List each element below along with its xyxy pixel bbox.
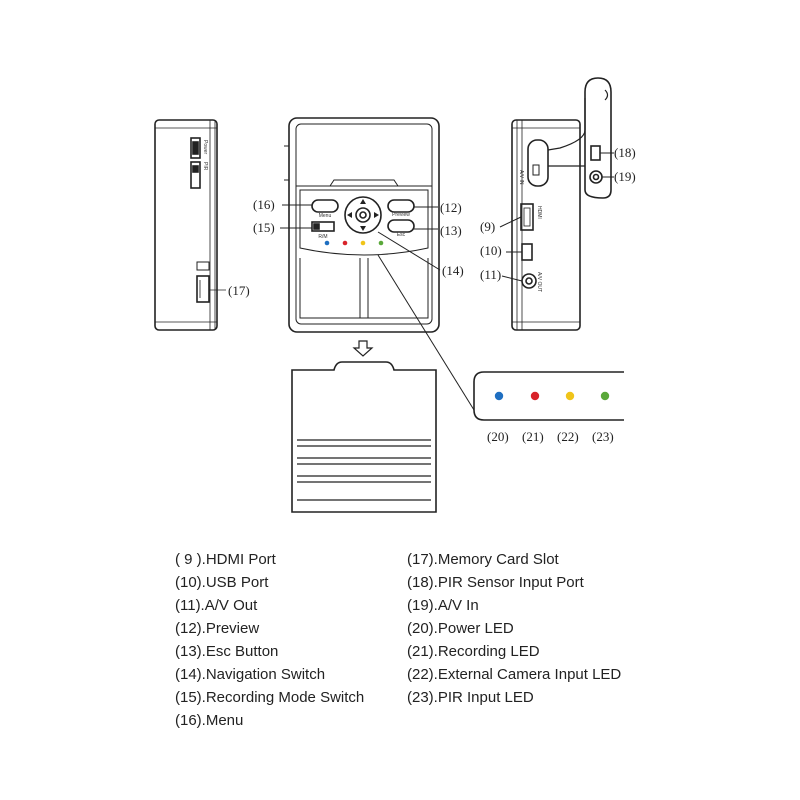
av-in-label: A/V IN bbox=[518, 170, 524, 185]
rm-label: R/M bbox=[318, 234, 327, 240]
menu-label: Menu bbox=[319, 213, 332, 219]
led-power bbox=[494, 391, 504, 401]
callout-10: (10) bbox=[480, 243, 502, 258]
av-in-jack bbox=[589, 170, 603, 184]
power-switch bbox=[190, 137, 201, 159]
led-zoom-box bbox=[473, 371, 624, 421]
callout-13: (13) bbox=[440, 223, 462, 238]
led-power-small bbox=[324, 240, 330, 246]
legend-item: (11).A/V Out bbox=[175, 597, 258, 614]
callout-22: (22) bbox=[557, 429, 579, 444]
callout-23: (23) bbox=[592, 429, 614, 444]
legend-right: (17).Memory Card Slot (18).PIR Sensor In… bbox=[407, 548, 621, 709]
right-side-view bbox=[511, 77, 612, 331]
legend-item: (14).Navigation Switch bbox=[175, 666, 326, 683]
av-out-jack bbox=[521, 273, 537, 289]
power-label: Power bbox=[202, 140, 208, 155]
callout-20: (20) bbox=[487, 429, 509, 444]
callout-21: (21) bbox=[522, 429, 544, 444]
led-external-small bbox=[360, 240, 366, 246]
led-recording bbox=[530, 391, 540, 401]
down-arrow bbox=[352, 340, 374, 357]
callout-12: (12) bbox=[440, 200, 462, 215]
back-cover bbox=[291, 361, 437, 513]
legend-left: ( 9 ).HDMI Port (10).USB Port (11).A/V O… bbox=[175, 548, 364, 732]
legend-item: (13).Esc Button bbox=[175, 643, 279, 660]
open-cover bbox=[584, 77, 612, 199]
callout-11: (11) bbox=[480, 267, 501, 282]
callout-9: (9) bbox=[480, 219, 495, 234]
esc-label: Esc bbox=[397, 232, 406, 238]
esc-button bbox=[387, 219, 415, 233]
navigation-switch bbox=[344, 196, 382, 234]
legend-item: (20).Power LED bbox=[407, 620, 514, 637]
device-diagram: Power PIR bbox=[154, 77, 636, 513]
pir-sensor-port bbox=[590, 145, 601, 161]
record-mode-switch bbox=[311, 221, 335, 232]
av-out-label: A/V OUT bbox=[536, 272, 542, 292]
legend-item: (21).Recording LED bbox=[407, 643, 540, 660]
preview-button bbox=[387, 199, 415, 213]
memory-card-slot bbox=[196, 275, 210, 303]
pir-side-label: PIR bbox=[202, 162, 208, 171]
legend-item: ( 9 ).HDMI Port bbox=[175, 551, 276, 568]
left-side-view bbox=[154, 119, 226, 331]
legend-item: (12).Preview bbox=[175, 620, 260, 637]
callout-18: (18) bbox=[614, 145, 636, 160]
legend-item: (15).Recording Mode Switch bbox=[175, 689, 365, 706]
led-pir bbox=[600, 391, 610, 401]
callout-14: (14) bbox=[442, 263, 464, 278]
led-external-camera bbox=[565, 391, 575, 401]
callout-17: (17) bbox=[228, 283, 250, 298]
legend-item: (23).PIR Input LED bbox=[407, 689, 534, 706]
callout-19: (19) bbox=[614, 169, 636, 184]
callout-15: (15) bbox=[253, 220, 275, 235]
port-cover bbox=[527, 139, 549, 187]
menu-button bbox=[311, 199, 339, 213]
led-recording-small bbox=[342, 240, 348, 246]
usb-port bbox=[521, 243, 533, 261]
mode-switch bbox=[190, 161, 201, 189]
preview-label: Preview bbox=[392, 212, 410, 218]
legend-item: (18).PIR Sensor Input Port bbox=[407, 574, 584, 591]
legend-item: (16).Menu bbox=[175, 712, 244, 729]
legend-item: (19).A/V In bbox=[407, 597, 479, 614]
callout-16: (16) bbox=[253, 197, 275, 212]
led-pir-small bbox=[378, 240, 384, 246]
legend-item: (17).Memory Card Slot bbox=[407, 551, 559, 568]
legend-item: (22).External Camera Input LED bbox=[407, 666, 622, 683]
hdmi-label: HDMI bbox=[536, 206, 542, 219]
legend-item: (10).USB Port bbox=[175, 574, 269, 591]
front-view bbox=[284, 117, 440, 333]
